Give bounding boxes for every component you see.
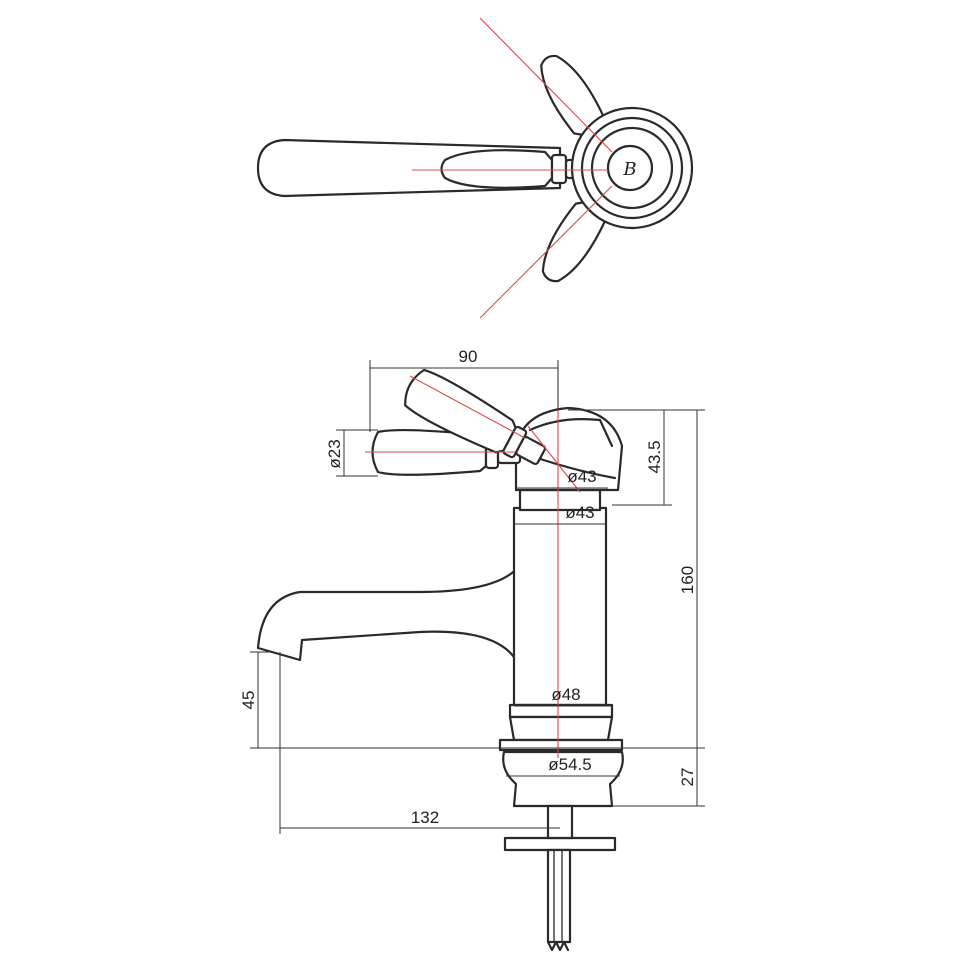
side-spout [256, 563, 522, 670]
dim-lever-reach: 90 [459, 347, 478, 366]
dim-head-diameter: ø43 [567, 467, 596, 486]
dim-neck-diameter: ø43 [565, 503, 594, 522]
side-body-column [512, 506, 608, 707]
dim-flange-diameter: ø54.5 [548, 755, 591, 774]
top-view: B [256, 17, 694, 319]
dimensions: 90 ø23 43.5 ø43 ø43 160 ø48 45 ø54.5 [239, 347, 705, 834]
side-view [256, 362, 624, 952]
dim-spout-projection: 132 [411, 808, 439, 827]
dim-base-diameter: ø48 [551, 685, 580, 704]
monogram-label: B [622, 159, 636, 180]
top-head-cap [606, 144, 654, 192]
dim-overall-height: 160 [678, 566, 697, 594]
side-collar [508, 703, 614, 719]
side-backnut-washer [503, 836, 617, 852]
dim-spout-height: 45 [239, 691, 258, 710]
side-lever-angled [404, 368, 547, 466]
dim-body-top-height: 43.5 [645, 440, 664, 473]
dim-lever-diameter: ø23 [325, 439, 344, 468]
dim-flange-height: 27 [678, 768, 697, 787]
side-threaded-shank [546, 848, 572, 944]
